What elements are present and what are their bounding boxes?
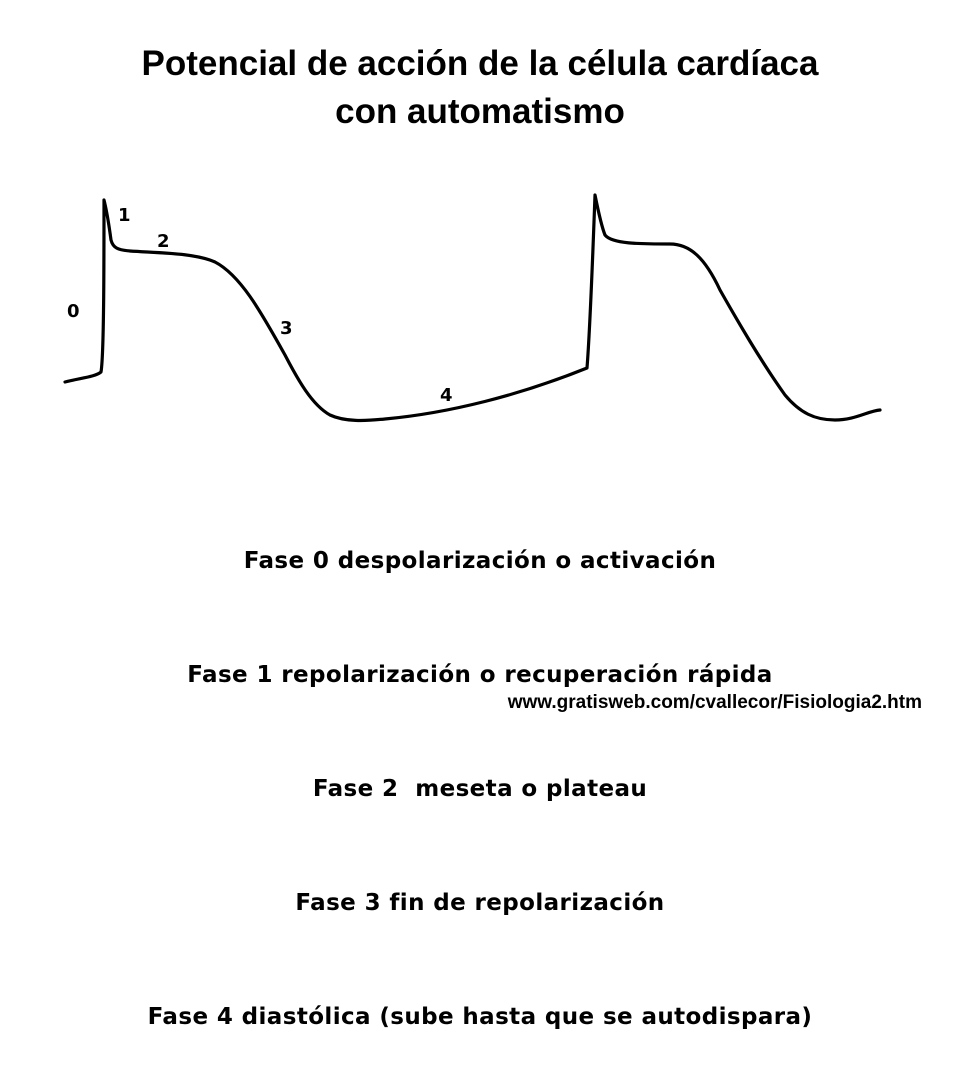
phase-description-4: Fase 4 diastólica (sube hasta que se aut… [147, 1004, 813, 1030]
phase-label-0: 0 [67, 301, 80, 322]
phase-label-1: 1 [118, 205, 131, 226]
action-potential-diagram: 0 1 2 3 4 [63, 193, 882, 423]
phase-label-4: 4 [440, 385, 453, 406]
phase-description-0: Fase 0 despolarización o activación [243, 548, 717, 574]
slide-title: Potencial de acción de la célula cardíac… [0, 40, 960, 136]
phase-label-3: 3 [280, 318, 293, 339]
phase-description-2: Fase 2 meseta o plateau [312, 776, 648, 802]
phase-description-3: Fase 3 fin de repolarización [295, 890, 665, 916]
phase-descriptions: Fase 0 despolarización o activación Fase… [0, 466, 960, 1074]
phase-label-2: 2 [157, 231, 170, 252]
source-url: www.gratisweb.com/cvallecor/Fisiologia2.… [507, 692, 922, 713]
title-line-1: Potencial de acción de la célula cardíac… [141, 44, 819, 83]
title-line-2: con automatismo [335, 92, 625, 131]
action-potential-trace [63, 193, 882, 423]
phase-description-1: Fase 1 repolarización o recuperación ráp… [187, 662, 773, 688]
